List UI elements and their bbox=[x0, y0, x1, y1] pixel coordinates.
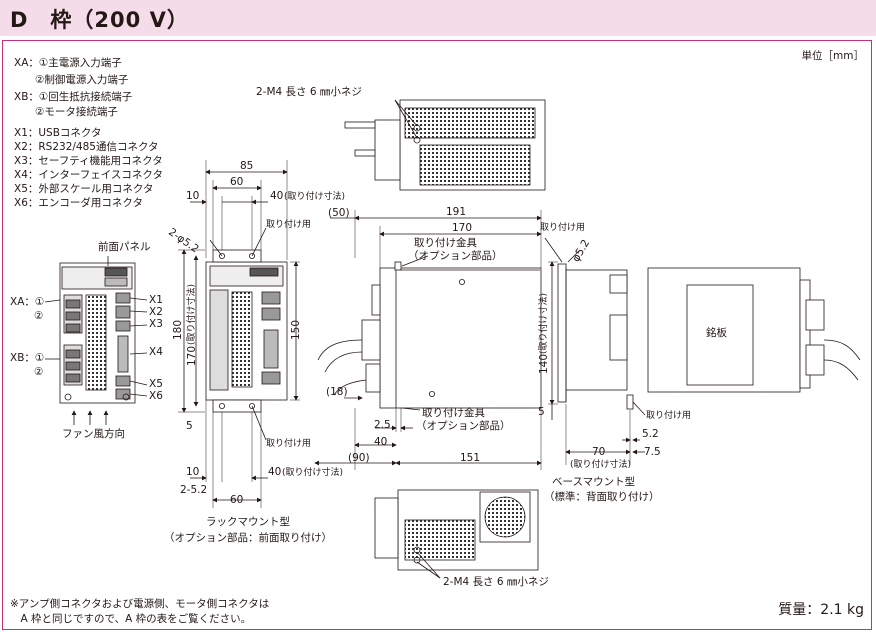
legend-item: XA：①主電源入力端子 bbox=[14, 57, 122, 69]
legend-item: X5：外部スケール用コネクタ bbox=[14, 183, 154, 195]
dim-140: 140 bbox=[538, 353, 550, 374]
legend-item: ②モータ接続端子 bbox=[14, 106, 118, 118]
dim-180: 180 bbox=[172, 319, 184, 340]
xb2-label: ② bbox=[34, 366, 44, 378]
dim-150: 150 bbox=[290, 319, 302, 340]
x2-label: X2 bbox=[149, 306, 163, 318]
page-title: D 枠（200 V） bbox=[10, 8, 189, 32]
x5-label: X5 bbox=[149, 378, 163, 390]
legend-item: X6：エンコーダ用コネクタ bbox=[14, 197, 143, 209]
legend-item: X3：セーフティ機能用コネクタ bbox=[14, 155, 163, 167]
x4-label: X4 bbox=[149, 346, 163, 358]
top-view bbox=[344, 99, 546, 191]
screw-label-bottom: 2-M4 長さ 6 ㎜小ネジ bbox=[443, 576, 549, 588]
xa2-label: ② bbox=[34, 310, 44, 322]
dim-140-note: (取り付け寸法) bbox=[539, 292, 549, 354]
dim-70-note: (取り付け寸法) bbox=[570, 460, 632, 470]
title-bar: D 枠（200 V） bbox=[0, 0, 876, 36]
dim-50: (50) bbox=[328, 207, 350, 219]
mount-label: 取り付け用 bbox=[266, 220, 312, 230]
footnote-line: ※アンプ側コネクタおよび電源側、モータ側コネクタは bbox=[10, 598, 270, 610]
screw-label-top: 2-M4 長さ 6 ㎜小ネジ bbox=[256, 86, 362, 98]
dim-2-5: 2.5 bbox=[374, 419, 391, 431]
front-panel-label: 前面パネル bbox=[98, 241, 151, 253]
dim-40: 40 bbox=[270, 190, 284, 202]
base-caption: ベースマウント型 bbox=[552, 476, 636, 488]
base-caption-sub: （標準：背面取り付け） bbox=[544, 491, 660, 503]
bracket-label-bottom: 取り付け金具 bbox=[422, 407, 485, 419]
side-view bbox=[314, 210, 542, 470]
dim-60-bottom: 60 bbox=[230, 494, 244, 506]
dim-10: 10 bbox=[186, 190, 200, 202]
legend-item: X4：インターフェイスコネクタ bbox=[14, 169, 164, 181]
legend-item: ②制御電源入力端子 bbox=[14, 74, 129, 86]
hole-label-bottom: 2-5.2 bbox=[180, 484, 208, 496]
mount-label-base: 取り付け用 bbox=[646, 411, 692, 421]
front-view bbox=[44, 256, 148, 425]
dim-5: 5 bbox=[186, 420, 193, 432]
bracket-opt-label-bottom: （オプション部品） bbox=[416, 420, 511, 432]
bottom-view bbox=[374, 489, 539, 579]
legend-item: XB：①回生抵抗接続端子 bbox=[14, 91, 133, 103]
rack-caption-sub: （オプション部品：前面取り付け） bbox=[164, 532, 332, 544]
x3-label: X3 bbox=[149, 318, 163, 330]
legend-item: X2：RS232/485通信コネクタ bbox=[14, 141, 159, 153]
drawing-frame bbox=[2, 40, 872, 630]
footnote-line: A 枠と同じですので、A 枠の表をご覧ください。 bbox=[10, 613, 252, 625]
base-mount-view bbox=[544, 237, 646, 465]
dim-170-note: (取り付け寸法) bbox=[187, 283, 197, 345]
xb-label: XB：① bbox=[10, 352, 45, 364]
dim-191: 191 bbox=[446, 206, 467, 218]
legend-item: X1：USBコネクタ bbox=[14, 127, 102, 139]
dim-10-bottom: 10 bbox=[186, 466, 200, 478]
unit-label: 単位［mm］ bbox=[801, 50, 864, 62]
x1-label: X1 bbox=[149, 294, 163, 306]
rack-caption: ラックマウント型 bbox=[206, 516, 290, 528]
dim-7-5: 7.5 bbox=[644, 446, 661, 458]
rear-view bbox=[647, 267, 861, 393]
dim-85: 85 bbox=[240, 160, 254, 172]
dim-18: (18) bbox=[326, 386, 348, 398]
rack-mount-view bbox=[178, 160, 300, 508]
mount-label-side: 取り付け用 bbox=[540, 223, 586, 233]
dim-5-side: 5 bbox=[538, 406, 545, 418]
xa-label: XA：① bbox=[10, 296, 45, 308]
dim-170-side: 170 bbox=[452, 222, 473, 234]
bracket-label: 取り付け金具 bbox=[414, 237, 477, 249]
dim-70: 70 bbox=[592, 446, 606, 458]
dim-60: 60 bbox=[230, 176, 244, 188]
dim-170: 170 bbox=[186, 345, 198, 366]
dim-151: 151 bbox=[460, 452, 481, 464]
dim-40-side: 40 bbox=[374, 436, 388, 448]
dim-90: (90) bbox=[348, 452, 370, 464]
bracket-opt-label: （オプション部品） bbox=[408, 250, 503, 262]
mount-label-bottom: 取り付け用 bbox=[266, 439, 312, 449]
dim-40-bottom: 40 bbox=[268, 466, 282, 478]
mount-dim-note: (取り付け寸法) bbox=[284, 192, 346, 202]
x6-label: X6 bbox=[149, 390, 163, 402]
mass-label: 質量：2.1 kg bbox=[778, 602, 864, 618]
mount-dim-note-bottom: (取り付け寸法) bbox=[282, 468, 344, 478]
fan-direction-label: ファン風方向 bbox=[62, 428, 125, 440]
nameplate-label: 銘板 bbox=[706, 327, 727, 339]
dim-5-2: 5.2 bbox=[642, 428, 659, 440]
